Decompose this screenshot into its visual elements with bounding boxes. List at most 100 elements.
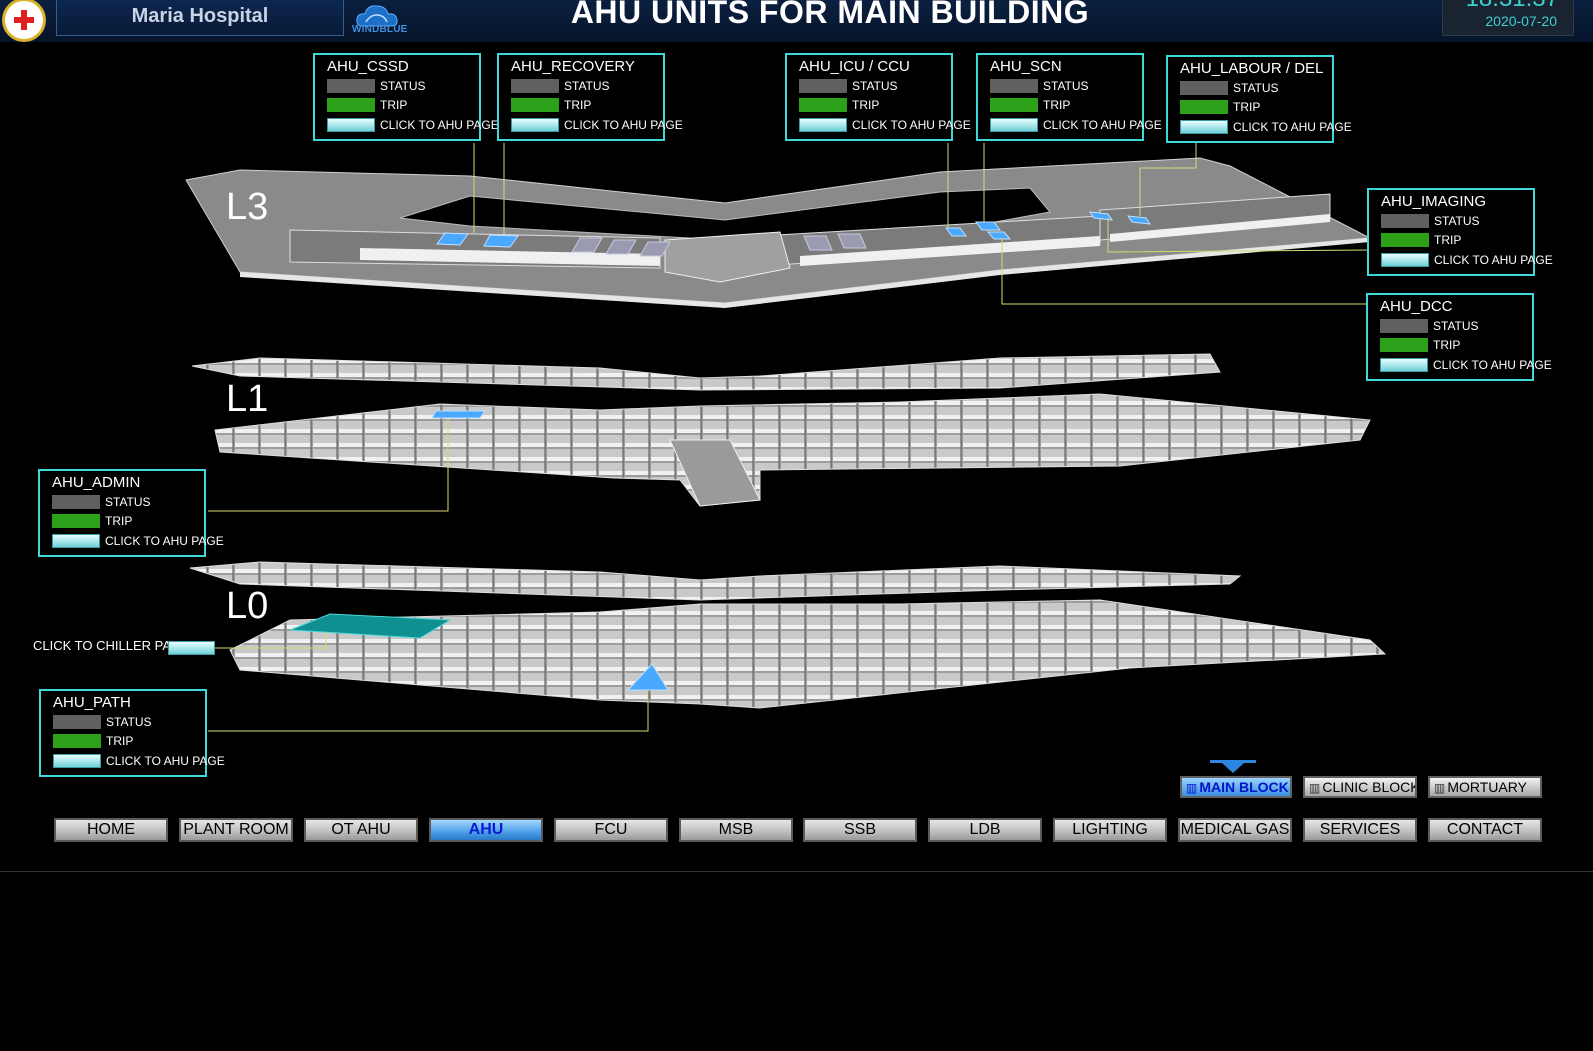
ahu-name: AHU_ADMIN bbox=[52, 474, 141, 491]
ahu-name: AHU_PATH bbox=[53, 694, 131, 711]
trip-indicator bbox=[799, 98, 847, 112]
ahu-name: AHU_IMAGING bbox=[1381, 193, 1487, 210]
floor-label-l3: L3 bbox=[226, 186, 269, 228]
ahu-page-button[interactable] bbox=[799, 118, 847, 132]
status-label: STATUS bbox=[1043, 79, 1089, 93]
nav-ot-ahu[interactable]: OT AHU bbox=[304, 818, 418, 842]
floor-label-l1: L1 bbox=[226, 378, 269, 420]
ahu-page-label: CLICK TO AHU PAGE bbox=[1433, 358, 1552, 372]
building-icon: ▥ bbox=[1186, 781, 1198, 795]
ahu-panel-icu-ccu: AHU_ICU / CCU STATUS TRIP CLICK TO AHU P… bbox=[785, 53, 971, 141]
ahu-page-button[interactable] bbox=[1380, 358, 1428, 372]
status-indicator bbox=[990, 79, 1038, 93]
ahu-panel-scn: AHU_SCN STATUS TRIP CLICK TO AHU PAGE bbox=[976, 53, 1162, 141]
ahu-panel-labour-del: AHU_LABOUR / DEL STATUS TRIP CLICK TO AH… bbox=[1166, 55, 1352, 143]
block-clinic-label: CLINIC BLOCK bbox=[1322, 779, 1417, 795]
ahu-page-button[interactable] bbox=[53, 754, 101, 768]
ahu-page-button[interactable] bbox=[511, 118, 559, 132]
hospital-name: Maria Hospital bbox=[131, 5, 269, 27]
floor-l3 bbox=[185, 157, 1372, 308]
nav-plant-room[interactable]: PLANT ROOM bbox=[179, 818, 293, 842]
block-mortuary-button[interactable]: ▥MORTUARY bbox=[1428, 776, 1542, 798]
clock-date: 2020-07-20 bbox=[1485, 13, 1557, 29]
ahu-page-label: CLICK TO AHU PAGE bbox=[1043, 118, 1162, 132]
floor-l1 bbox=[191, 353, 1371, 507]
nav-home[interactable]: HOME bbox=[54, 818, 168, 842]
trip-label: TRIP bbox=[380, 98, 408, 112]
trip-indicator bbox=[52, 514, 100, 528]
trip-label: TRIP bbox=[1233, 100, 1261, 114]
status-indicator bbox=[53, 715, 101, 729]
status-indicator bbox=[1381, 214, 1429, 228]
chiller-page-button[interactable] bbox=[168, 641, 215, 655]
header-bar: Maria Hospital WINDBLUE AHU UNITS FOR MA… bbox=[0, 0, 1593, 42]
ahu-page-button[interactable] bbox=[1180, 120, 1228, 134]
arrow-down-icon bbox=[1210, 760, 1256, 773]
status-label: STATUS bbox=[852, 79, 898, 93]
trip-label: TRIP bbox=[1043, 98, 1071, 112]
status-label: STATUS bbox=[106, 715, 152, 729]
page-title: AHU UNITS FOR MAIN BUILDING bbox=[570, 0, 1090, 30]
trip-label: TRIP bbox=[852, 98, 880, 112]
ahu-panel-admin: AHU_ADMIN STATUS TRIP CLICK TO AHU PAGE bbox=[38, 469, 224, 557]
ahu-page-button[interactable] bbox=[990, 118, 1038, 132]
trip-indicator bbox=[990, 98, 1038, 112]
block-main-label: MAIN BLOCK bbox=[1199, 779, 1289, 795]
nav-lighting[interactable]: LIGHTING bbox=[1053, 818, 1167, 842]
building-icon: ▥ bbox=[1434, 781, 1446, 795]
ahu-panel-recovery: AHU_RECOVERY STATUS TRIP CLICK TO AHU PA… bbox=[497, 53, 683, 141]
status-indicator bbox=[1180, 81, 1228, 95]
trip-label: TRIP bbox=[564, 98, 592, 112]
status-label: STATUS bbox=[1433, 319, 1479, 333]
ahu-page-label: CLICK TO AHU PAGE bbox=[380, 118, 499, 132]
status-label: STATUS bbox=[105, 495, 151, 509]
footer-divider bbox=[0, 871, 1593, 872]
block-clinic-button[interactable]: ▥CLINIC BLOCK bbox=[1303, 776, 1417, 798]
nav-services[interactable]: SERVICES bbox=[1303, 818, 1417, 842]
nav-medical-gas[interactable]: MEDICAL GAS bbox=[1178, 818, 1292, 842]
trip-indicator bbox=[327, 98, 375, 112]
trip-label: TRIP bbox=[1433, 338, 1461, 352]
trip-label: TRIP bbox=[1434, 233, 1462, 247]
trip-indicator bbox=[1381, 233, 1429, 247]
clock: 18:31:37 2020-07-20 bbox=[1442, 0, 1574, 36]
ahu-panel-path: AHU_PATH STATUS TRIP CLICK TO AHU PAGE bbox=[39, 689, 225, 777]
brand-name: WINDBLUE bbox=[352, 24, 408, 35]
cloud-logo-icon bbox=[356, 5, 398, 27]
status-label: STATUS bbox=[1434, 214, 1480, 228]
trip-indicator bbox=[511, 98, 559, 112]
status-indicator bbox=[1380, 319, 1428, 333]
nav-ssb[interactable]: SSB bbox=[803, 818, 917, 842]
nav-msb[interactable]: MSB bbox=[679, 818, 793, 842]
ahu-page-button[interactable] bbox=[327, 118, 375, 132]
status-label: STATUS bbox=[1233, 81, 1279, 95]
clock-time: 18:31:37 bbox=[1466, 0, 1559, 13]
status-label: STATUS bbox=[380, 79, 426, 93]
status-label: STATUS bbox=[564, 79, 610, 93]
chiller-page-label: CLICK TO CHILLER PAGE bbox=[33, 638, 190, 653]
nav-ldb[interactable]: LDB bbox=[928, 818, 1042, 842]
trip-label: TRIP bbox=[105, 514, 133, 528]
status-indicator bbox=[327, 79, 375, 93]
ahu-page-label: CLICK TO AHU PAGE bbox=[105, 534, 224, 548]
floor-l0 bbox=[189, 561, 1387, 709]
floor-label-l0: L0 bbox=[226, 585, 269, 627]
ahu-name: AHU_CSSD bbox=[327, 58, 409, 75]
nav-contact[interactable]: CONTACT bbox=[1428, 818, 1542, 842]
nav-ahu[interactable]: AHU bbox=[429, 818, 543, 842]
nav-fcu[interactable]: FCU bbox=[554, 818, 668, 842]
status-indicator bbox=[799, 79, 847, 93]
block-main-button[interactable]: ▥MAIN BLOCK bbox=[1180, 776, 1292, 798]
ahu-name: AHU_RECOVERY bbox=[511, 58, 635, 75]
status-indicator bbox=[511, 79, 559, 93]
ahu-page-label: CLICK TO AHU PAGE bbox=[564, 118, 683, 132]
block-mortuary-label: MORTUARY bbox=[1447, 779, 1527, 795]
trip-indicator bbox=[1380, 338, 1428, 352]
leader-lines bbox=[208, 143, 1371, 732]
ahu-page-button[interactable] bbox=[1381, 253, 1429, 267]
trip-label: TRIP bbox=[106, 734, 134, 748]
ahu-page-button[interactable] bbox=[52, 534, 100, 548]
ahu-panel-dcc: AHU_DCC STATUS TRIP CLICK TO AHU PAGE bbox=[1366, 293, 1552, 381]
ahu-panel-imaging: AHU_IMAGING STATUS TRIP CLICK TO AHU PAG… bbox=[1367, 188, 1553, 276]
